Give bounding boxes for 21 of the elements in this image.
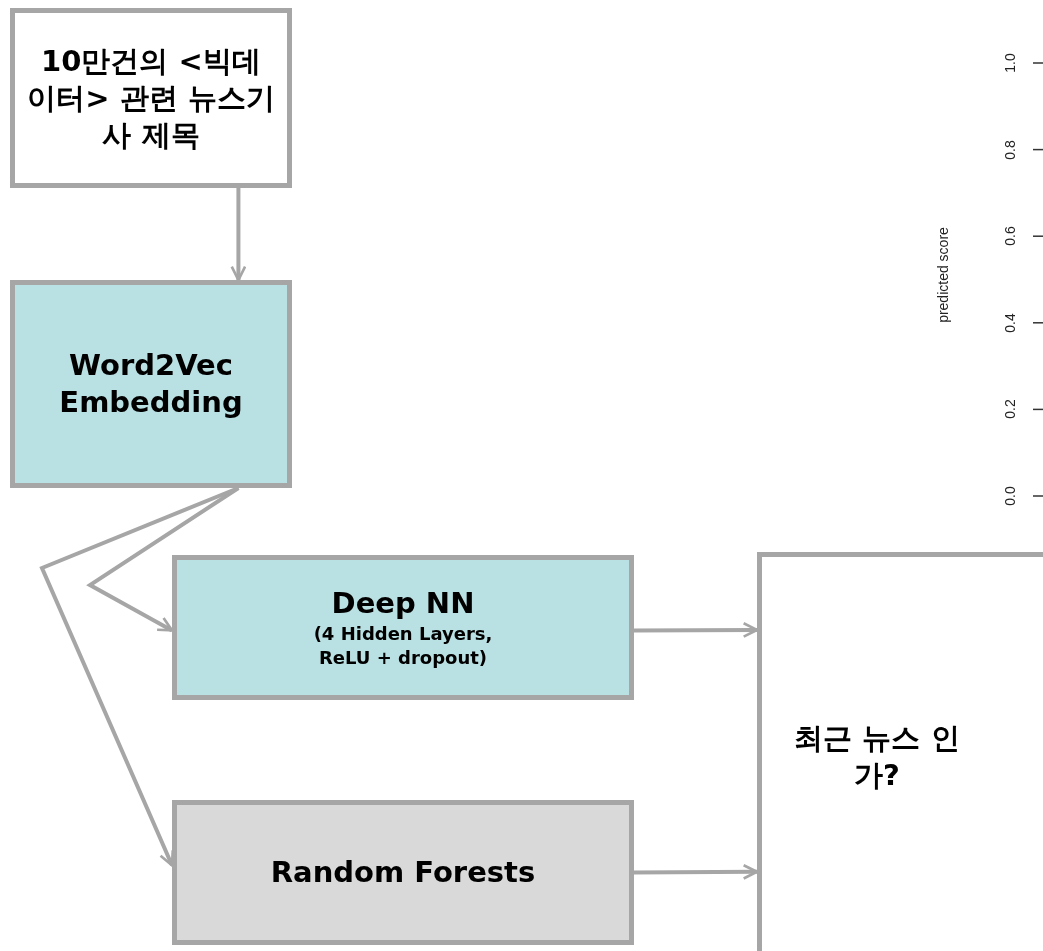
- box-title: Deep NN: [330, 585, 476, 622]
- box-subtitle: (4 Hidden Layers, ReLU + dropout): [312, 622, 494, 670]
- process-box: [757, 552, 1043, 951]
- box-title: Random Forests: [269, 854, 537, 891]
- box-title: Word2Vec Embedding: [58, 347, 244, 421]
- axis-tick-label: 0.2: [1002, 399, 1017, 420]
- axis-tick-label: 0.0: [1002, 486, 1017, 506]
- axis-title: predicted score: [935, 227, 950, 323]
- process-box: [172, 555, 634, 700]
- process-box: [10, 8, 292, 188]
- box-title: 최근 뉴스 인가?: [793, 720, 961, 794]
- arrow: [634, 863, 759, 880]
- process-box: [10, 280, 292, 488]
- axis-tick-label: 1.0: [1002, 53, 1017, 73]
- axis-tick-label: 0.6: [1002, 226, 1017, 246]
- box-title: 10만건의 <빅데이터> 관련 뉴스기사 제목: [26, 42, 276, 154]
- axis-tick-label: 0.4: [1002, 313, 1017, 333]
- arrow: [634, 621, 759, 638]
- arrow: [230, 188, 247, 282]
- process-box: [172, 800, 634, 945]
- axis-tick-label: 0.8: [1002, 139, 1017, 160]
